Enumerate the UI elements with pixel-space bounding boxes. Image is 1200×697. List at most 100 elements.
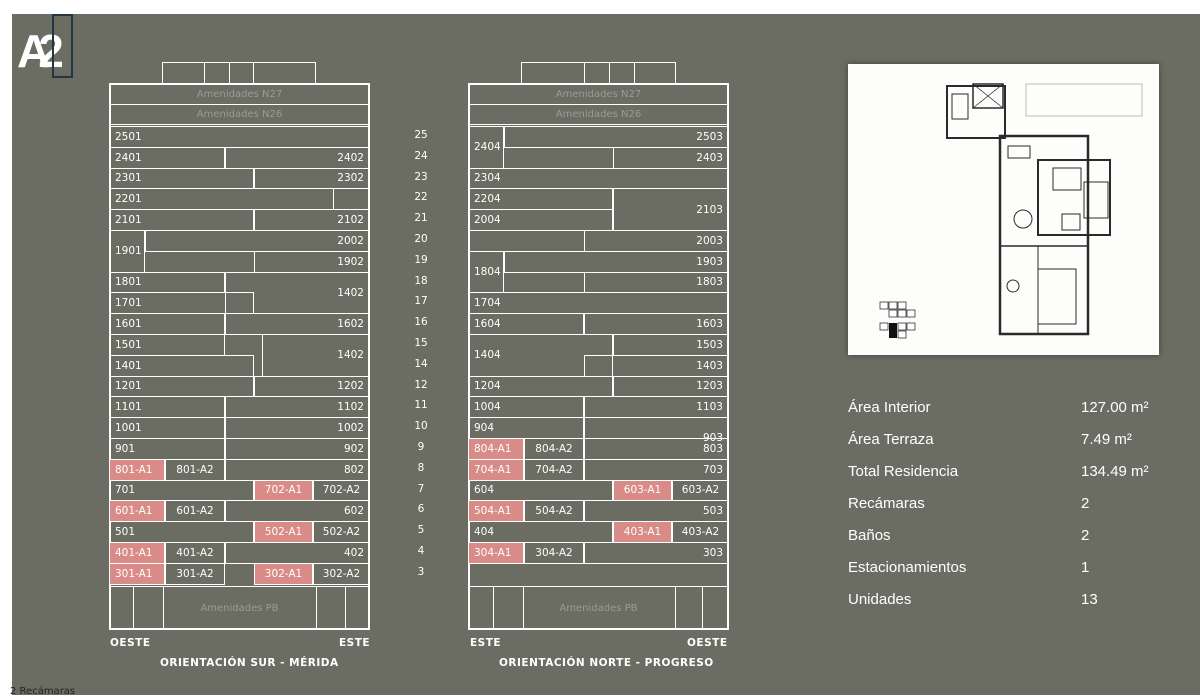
floor-number-19: 19 <box>414 253 428 266</box>
floor-number-3: 3 <box>417 565 425 578</box>
north-unit-804-a1: 804-A1 <box>468 438 524 460</box>
spec-value: 2 <box>1081 495 1090 512</box>
north-unit-303: 303 <box>584 542 729 564</box>
south-unit-502-a2: 502-A2 <box>313 521 370 543</box>
south-unit-801-a2: 801-A2 <box>165 458 225 481</box>
north-unit-704-a1: 704-A1 <box>468 458 524 481</box>
north-unit-1603: 1603 <box>584 313 729 335</box>
north-east-label: ESTE <box>470 637 502 649</box>
south-unit-2102: 2102 <box>254 209 370 231</box>
north-unit-1503: 1503 <box>613 334 729 356</box>
south-unit-2501: 2501 <box>109 126 370 148</box>
south-unit-2101: 2101 <box>109 209 254 231</box>
floor-number-16: 16 <box>414 316 428 329</box>
floor-number-5: 5 <box>417 524 425 537</box>
north-unit-1704: 1704 <box>468 292 729 315</box>
south-unit-801-a1: 801-A1 <box>109 458 165 481</box>
north-unit-2004: 2004 <box>468 209 613 231</box>
south-unit-301-a1: 301-A1 <box>109 562 165 585</box>
north-unit-1804: 1804 <box>468 250 504 294</box>
spec-label: Área Interior <box>848 399 931 416</box>
floor-number-23: 23 <box>414 170 428 183</box>
south-orientation-label: ORIENTACIÓN SUR - MÉRIDA <box>160 657 339 669</box>
south-unit-1101: 1101 <box>109 396 225 419</box>
south-unit-1202: 1202 <box>254 375 370 398</box>
spec-value: 7.49 m² <box>1081 431 1132 448</box>
north-unit-1203: 1203 <box>613 375 729 398</box>
south-unit-1902: 1902 <box>254 250 370 273</box>
south-unit-1701: 1701 <box>109 292 254 315</box>
south-unit-2301: 2301 <box>109 167 254 190</box>
floor-number-21: 21 <box>414 212 428 225</box>
spec-value: 1 <box>1081 559 1090 576</box>
south-amenities-pb: Amenidades PB <box>109 586 370 630</box>
spec-label: Área Terraza <box>848 431 934 448</box>
south-unit-601-a2: 601-A2 <box>165 500 225 523</box>
south-unit-2002: 2002 <box>145 230 370 252</box>
north-unit-1803: 1803 <box>584 271 729 294</box>
south-unit-902: 902 <box>225 438 370 460</box>
south-unit-402: 402 <box>225 542 370 564</box>
spec-label: Estacionamientos <box>848 559 967 576</box>
spec-label: Recámaras <box>848 495 925 512</box>
north-unit-504-a2: 504-A2 <box>524 500 584 523</box>
south-unit-2402: 2402 <box>225 146 370 169</box>
north-unit-2403: 2403 <box>613 146 729 169</box>
south-amenities-n26: Amenidades N26 <box>109 104 370 125</box>
floor-number-9: 9 <box>417 441 425 453</box>
spec-label: Unidades <box>848 591 912 608</box>
spec-label: Total Residencia <box>848 463 959 480</box>
north-unit-304-a2: 304-A2 <box>524 542 584 564</box>
floor-number-8: 8 <box>417 461 425 474</box>
south-unit-602: 602 <box>225 500 370 523</box>
spec-value: 2 <box>1081 527 1090 544</box>
south-unit-501: 501 <box>109 521 254 543</box>
south-amenities-n27: Amenidades N27 <box>109 84 370 105</box>
north-unit-403-a2: 403-A2 <box>672 521 729 543</box>
south-unit-1002: 1002 <box>225 417 370 439</box>
south-unit-401-a2: 401-A2 <box>165 542 225 564</box>
south-roof-line <box>162 62 316 64</box>
south-unit-1402: 1402 <box>262 334 370 377</box>
south-unit-401-a1: 401-A1 <box>109 542 165 564</box>
north-unit-804-a2: 804-A2 <box>524 438 584 460</box>
floor-plan-image <box>848 64 1159 355</box>
north-unit-1103: 1103 <box>584 396 729 419</box>
south-unit-1401: 1401 <box>109 354 254 377</box>
north-unit-404: 404 <box>468 521 613 543</box>
north-unit-403-a1: 403-A1 <box>613 521 672 543</box>
south-unit-601-a1: 601-A1 <box>109 500 165 523</box>
logo: A2 <box>17 25 64 77</box>
floor-number-15: 15 <box>414 337 428 349</box>
floor-number-4: 4 <box>417 545 425 557</box>
south-unit-702-a2: 702-A2 <box>313 479 370 502</box>
south-unit-302-a1: 302-A1 <box>254 562 313 585</box>
floor-number-22: 22 <box>414 191 428 204</box>
spec-label: Baños <box>848 527 891 544</box>
north-unit-603-a1: 603-A1 <box>613 479 672 502</box>
south-unit-2201: 2201 <box>109 188 334 211</box>
south-unit-701: 701 <box>109 479 254 502</box>
floor-number-12: 12 <box>414 378 428 391</box>
south-unit-1602: 1602 <box>225 313 370 335</box>
north-unit-604: 604 <box>468 479 613 502</box>
floor-number-6: 6 <box>417 503 425 516</box>
north-unit-1403: 1403 <box>584 354 729 377</box>
north-unit-704-a2: 704-A2 <box>524 458 584 481</box>
north-unit-2304: 2304 <box>468 167 729 190</box>
north-unit-2204: 2204 <box>468 188 613 211</box>
spec-value: 13 <box>1081 591 1098 608</box>
north-unit-304-a1: 304-A1 <box>468 542 524 564</box>
north-unit-503: 503 <box>584 500 729 523</box>
south-unit-502-a1: 502-A1 <box>254 521 313 543</box>
north-unit-2103: 2103 <box>613 188 729 231</box>
south-unit-702-a1: 702-A1 <box>254 479 313 502</box>
spec-value: 134.49 m² <box>1081 463 1149 480</box>
north-unit-2503: 2503 <box>504 126 729 148</box>
south-unit-2401: 2401 <box>109 146 225 169</box>
floor-number-17: 17 <box>414 295 428 308</box>
north-amenities-n27: Amenidades N27 <box>468 84 729 105</box>
south-unit-1201: 1201 <box>109 375 254 398</box>
north-unit-1903: 1903 <box>504 250 729 273</box>
north-amenities-pb: Amenidades PB <box>468 586 729 630</box>
